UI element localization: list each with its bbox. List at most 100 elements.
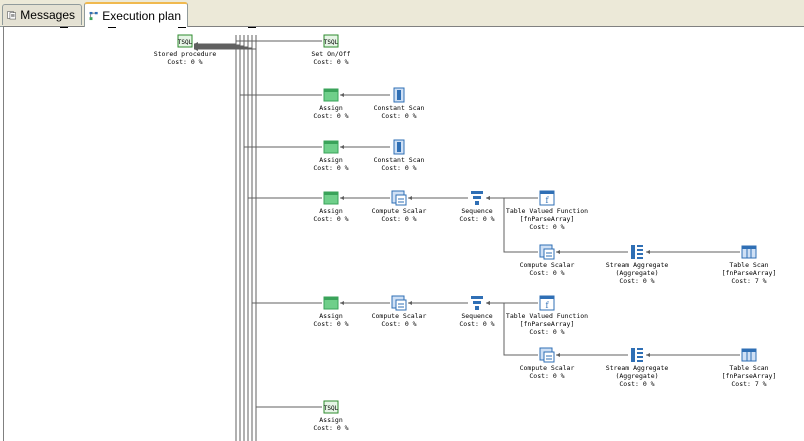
compute-scalar-icon (539, 244, 555, 260)
plan-node-detail: [fnParseArray] (519, 215, 575, 223)
plan-node-cost: Cost: 0 % (381, 215, 417, 223)
header-scroll-mark-4 (248, 27, 256, 28)
assign-icon (323, 190, 339, 206)
tab-messages[interactable]: Messages (2, 4, 82, 25)
plan-node-label: Compute Scalar (519, 364, 575, 372)
plan-node-sa1[interactable]: Stream Aggregate(Aggregate)Cost: 0 % (582, 244, 692, 285)
plan-edge (486, 302, 538, 356)
tab-execution-plan-label: Execution plan (102, 8, 181, 23)
assign-icon (323, 87, 339, 103)
plan-edge-arrow (486, 301, 490, 305)
plan-node-cost: Cost: 0 % (313, 112, 349, 120)
plan-edge-arrow (556, 250, 560, 254)
plan-node-label: Constant Scan (373, 104, 425, 112)
svg-text:TSQL: TSQL (178, 39, 193, 46)
plan-node-label: Table Scan (729, 261, 769, 269)
plan-edge-arrow (486, 196, 490, 200)
tab-execution-plan[interactable]: Execution plan (84, 2, 188, 27)
plan-node-cost: Cost: 0 % (459, 320, 495, 328)
plan-edge-arrow (194, 47, 198, 51)
tsql-icon: TSQL (177, 33, 193, 49)
header-scroll-mark-1 (60, 27, 68, 28)
plan-edge-arrow (646, 353, 650, 357)
plan-node-detail: [fnParseArray] (721, 269, 777, 277)
header-scroll-mark-2 (108, 27, 116, 28)
compute-scalar-icon (391, 190, 407, 206)
svg-text:f: f (546, 196, 550, 205)
plan-node-sa2[interactable]: Stream Aggregate(Aggregate)Cost: 0 % (582, 347, 692, 388)
plan-edge-arrow (646, 250, 650, 254)
plan-node-label: Stored procedure (153, 50, 217, 58)
plan-edge-arrow (556, 353, 560, 357)
plan-edges (194, 35, 740, 441)
plan-node-detail: (Aggregate) (615, 269, 659, 277)
plan-node-label: Set On/Off (311, 50, 351, 58)
plan-node-cost: Cost: 0 % (167, 58, 203, 66)
plan-node-cost: Cost: 0 % (313, 320, 349, 328)
plan-node-label: Table Scan (729, 364, 769, 372)
execution-plan-icon (89, 11, 98, 20)
svg-text:TSQL: TSQL (324, 405, 339, 412)
plan-node-label: Stream Aggregate (605, 364, 669, 372)
plan-node-label: Compute Scalar (519, 261, 575, 269)
plan-node-ts2[interactable]: Table Scan[fnParseArray]Cost: 7 % (694, 347, 804, 388)
table-valued-function-icon: f (539, 295, 555, 311)
compute-scalar-icon (391, 295, 407, 311)
plan-edge-arrow (340, 196, 344, 200)
plan-node-label: Table Valued Function (505, 312, 589, 320)
plan-node-cost: Cost: 0 % (381, 320, 417, 328)
plan-node-label: Compute Scalar (371, 312, 427, 320)
svg-text:f: f (546, 301, 550, 310)
plan-node-cost: Cost: 7 % (731, 277, 767, 285)
plan-node-ts1[interactable]: Table Scan[fnParseArray]Cost: 7 % (694, 244, 804, 285)
plan-node-label: Assign (319, 156, 343, 164)
plan-node-label: Sequence (461, 207, 493, 215)
plan-node-cost: Cost: 0 % (529, 328, 565, 336)
sequence-icon (469, 295, 485, 311)
plan-node-cost: Cost: 0 % (459, 215, 495, 223)
plan-edge-arrow (408, 196, 412, 200)
plan-edge-arrow (340, 145, 344, 149)
plan-node-cost: Cost: 0 % (529, 269, 565, 277)
plan-edge (194, 46, 322, 199)
plan-node-label: Assign (319, 312, 343, 320)
sequence-icon (469, 190, 485, 206)
plan-node-detail: (Aggregate) (615, 372, 659, 380)
plan-node-label: Table Valued Function (505, 207, 589, 215)
plan-node-label: Assign (319, 207, 343, 215)
plan-edge-arrow (340, 301, 344, 305)
plan-node-label: Sequence (461, 312, 493, 320)
plan-node-cost: Cost: 0 % (313, 424, 349, 432)
tsql-icon: TSQL (323, 33, 339, 49)
assign-icon (323, 139, 339, 155)
plan-node-detail: [fnParseArray] (721, 372, 777, 380)
plan-edge-arrow (408, 301, 412, 305)
plan-node-label: Stream Aggregate (605, 261, 669, 269)
plan-node-label: Assign (319, 104, 343, 112)
plan-node-cost: Cost: 7 % (731, 380, 767, 388)
table-scan-icon (741, 244, 757, 260)
table-valued-function-icon: f (539, 190, 555, 206)
stream-aggregate-icon (629, 347, 645, 363)
plan-node-cost: Cost: 0 % (381, 112, 417, 120)
plan-node-cost: Cost: 0 % (313, 164, 349, 172)
constant-scan-icon (391, 87, 407, 103)
